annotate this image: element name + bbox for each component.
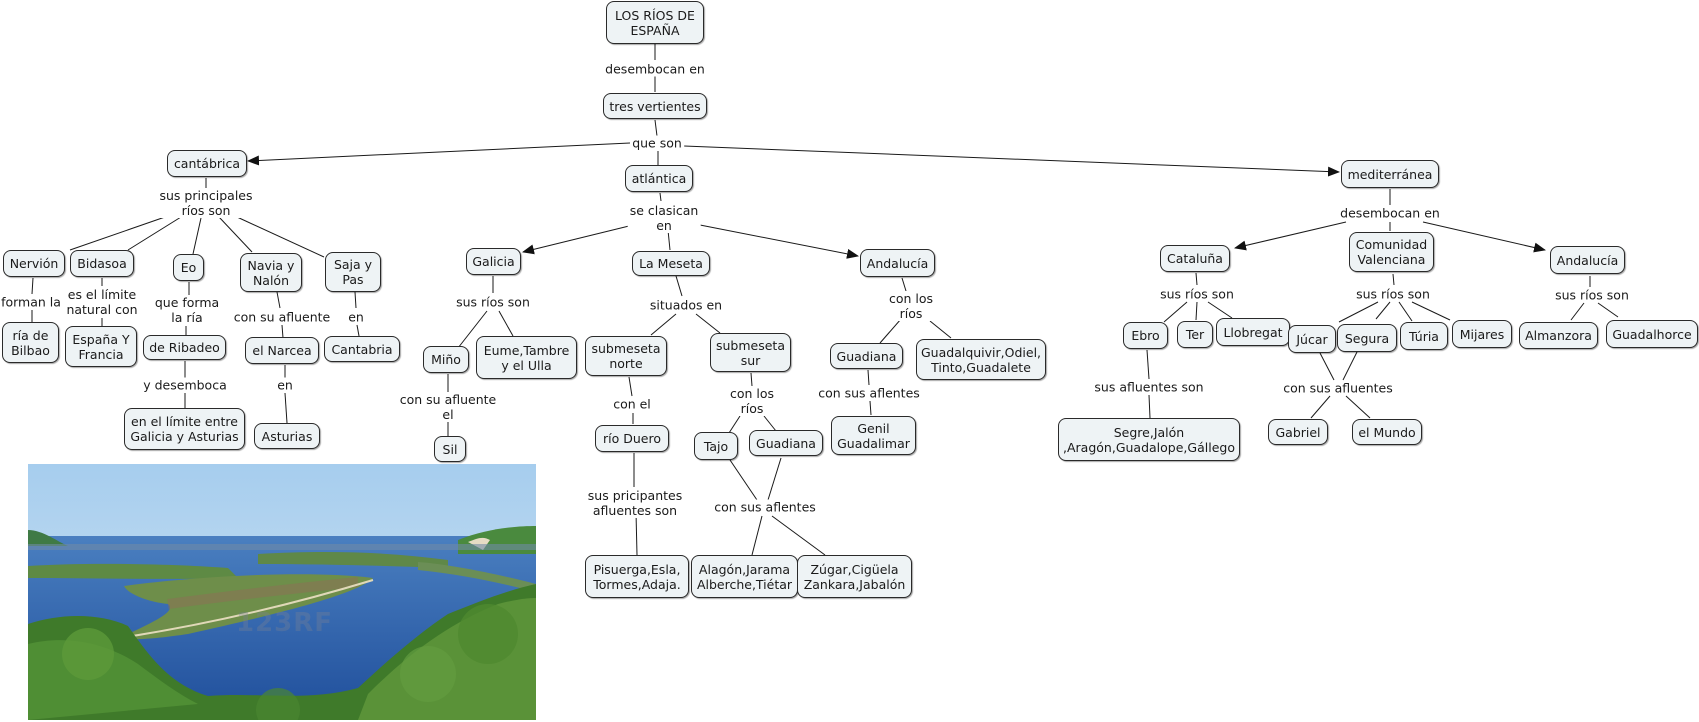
node-segre[interactable]: Segre,Jalón ,Aragón,Guadalope,Gállego (1058, 418, 1240, 461)
node-bidasoa[interactable]: Bidasoa (70, 250, 134, 277)
phrase-y-desemboca: y desemboca (141, 377, 229, 393)
node-cantabria[interactable]: Cantabria (324, 336, 400, 362)
phrase-con-los-rios-andalucia: con los ríos (886, 291, 936, 321)
node-guadalhorce[interactable]: Guadalhorce (1606, 320, 1698, 348)
phrase-con-sus-afluentes-valenciana: con sus afluentes (1281, 380, 1395, 396)
phrase-desembocan-en-med: desembocan en (1338, 205, 1442, 221)
phrase-que-forma: que forma la ría (152, 295, 222, 325)
node-mijares[interactable]: Mijares (1452, 320, 1512, 348)
node-andalucia-mediterranea[interactable]: Andalucía (1550, 246, 1625, 274)
node-el-mundo[interactable]: el Mundo (1352, 419, 1422, 445)
phrase-se-clasican: se clasican en (627, 203, 701, 233)
phrase-forman-la: forman la (0, 294, 63, 310)
phrase-con-el: con el (611, 396, 653, 412)
node-zugar[interactable]: Zúgar,Cigüela Zankara,Jabalón (797, 555, 912, 598)
phrase-sus-rios-valenciana: sus ríos son (1354, 286, 1432, 302)
phrase-con-su-afluente-mino: con su afluente el (397, 392, 499, 422)
node-mediterranea[interactable]: mediterránea (1341, 160, 1439, 188)
node-ebro[interactable]: Ebro (1123, 322, 1168, 349)
phrase-con-sus-aflentes-meseta: con sus aflentes (712, 499, 818, 515)
phrase-en-narcea: en (275, 377, 295, 393)
node-ria-bilbao[interactable]: ría de Bilbao (2, 322, 59, 363)
node-rio-duero[interactable]: río Duero (595, 425, 669, 452)
node-segura[interactable]: Segura (1337, 324, 1397, 352)
node-gabriel[interactable]: Gabriel (1268, 419, 1328, 445)
node-root[interactable]: LOS RÍOS DE ESPAÑA (606, 1, 704, 44)
watermark-text: 123RF (236, 608, 334, 638)
node-llobregat[interactable]: Llobregat (1216, 318, 1290, 346)
phrase-en-saja: en (346, 309, 366, 325)
phrase-sus-rios-andalucia-med: sus ríos son (1553, 287, 1631, 303)
node-submeseta-sur[interactable]: submeseta sur (710, 333, 791, 372)
node-submeseta-norte[interactable]: submeseta norte (585, 336, 667, 376)
node-almanzora[interactable]: Almanzora (1519, 322, 1598, 349)
node-cataluna[interactable]: Cataluña (1160, 245, 1230, 272)
node-eo[interactable]: Eo (173, 254, 204, 281)
river-landscape-image: 123RF (28, 464, 536, 720)
phrase-es-limite: es el límite natural con (64, 287, 140, 317)
node-espana-francia[interactable]: España Y Francia (65, 326, 137, 367)
phrase-sus-principales: sus principales ríos son (157, 188, 255, 218)
node-navia-nalon[interactable]: Navia y Nalón (240, 253, 302, 292)
node-ter[interactable]: Ter (1177, 321, 1213, 348)
node-de-ribadeo[interactable]: de Ribadeo (143, 335, 226, 360)
phrase-desembocan-en: desembocan en (603, 61, 707, 77)
node-sil[interactable]: Sil (434, 436, 466, 462)
node-genil[interactable]: Genil Guadalimar (831, 416, 916, 455)
node-saja-pas[interactable]: Saja y Pas (325, 252, 381, 292)
node-jucar[interactable]: Júcar (1288, 325, 1336, 353)
phrase-con-su-afluente-navia: con su afluente (231, 309, 333, 325)
phrase-con-los-rios-sur: con los ríos (727, 386, 777, 416)
node-alagon[interactable]: Alagón,Jarama Alberche,Tiétar (691, 555, 798, 598)
node-guadiana-meseta[interactable]: Guadiana (749, 430, 823, 456)
node-guadiana-andalucia[interactable]: Guadiana (830, 343, 903, 369)
phrase-con-sus-aflentes-andalucia: con sus aflentes (816, 385, 922, 401)
node-galicia[interactable]: Galicia (466, 248, 521, 275)
node-la-meseta[interactable]: La Meseta (632, 251, 710, 276)
node-mino[interactable]: Miño (423, 346, 469, 373)
node-atlantica[interactable]: atlántica (625, 165, 693, 192)
node-asturias[interactable]: Asturias (254, 423, 320, 449)
node-comunidad-valenciana[interactable]: Comunidad Valenciana (1349, 232, 1434, 272)
node-tajo[interactable]: Tajo (694, 432, 738, 460)
phrase-sus-pricipantes: sus pricipantes afluentes son (585, 488, 685, 518)
node-andalucia-atlantica[interactable]: Andalucía (860, 249, 935, 277)
node-el-narcea[interactable]: el Narcea (245, 337, 319, 364)
phrase-situados-en: situados en (647, 297, 725, 313)
node-eume[interactable]: Eume,Tambre y el Ulla (476, 336, 577, 379)
node-limite-galicia-asturias[interactable]: en el límite entre Galicia y Asturias (124, 408, 245, 450)
phrase-sus-afluentes-son: sus afluentes son (1092, 379, 1206, 395)
node-nervion[interactable]: Nervión (3, 250, 65, 277)
node-guadalquivir[interactable]: Guadalquivir,Odiel, Tinto,Guadalete (916, 339, 1046, 380)
phrase-sus-rios-galicia: sus ríos son (454, 294, 532, 310)
node-tres-vertientes[interactable]: tres vertientes (603, 93, 707, 119)
phrase-que-son: que son (630, 135, 684, 151)
phrase-sus-rios-cataluna: sus ríos son (1158, 286, 1236, 302)
node-turia[interactable]: Túria (1400, 322, 1448, 350)
node-cantabrica[interactable]: cantábrica (167, 150, 247, 177)
node-pisuerga[interactable]: Pisuerga,Esla, Tormes,Adaja. (585, 555, 689, 598)
